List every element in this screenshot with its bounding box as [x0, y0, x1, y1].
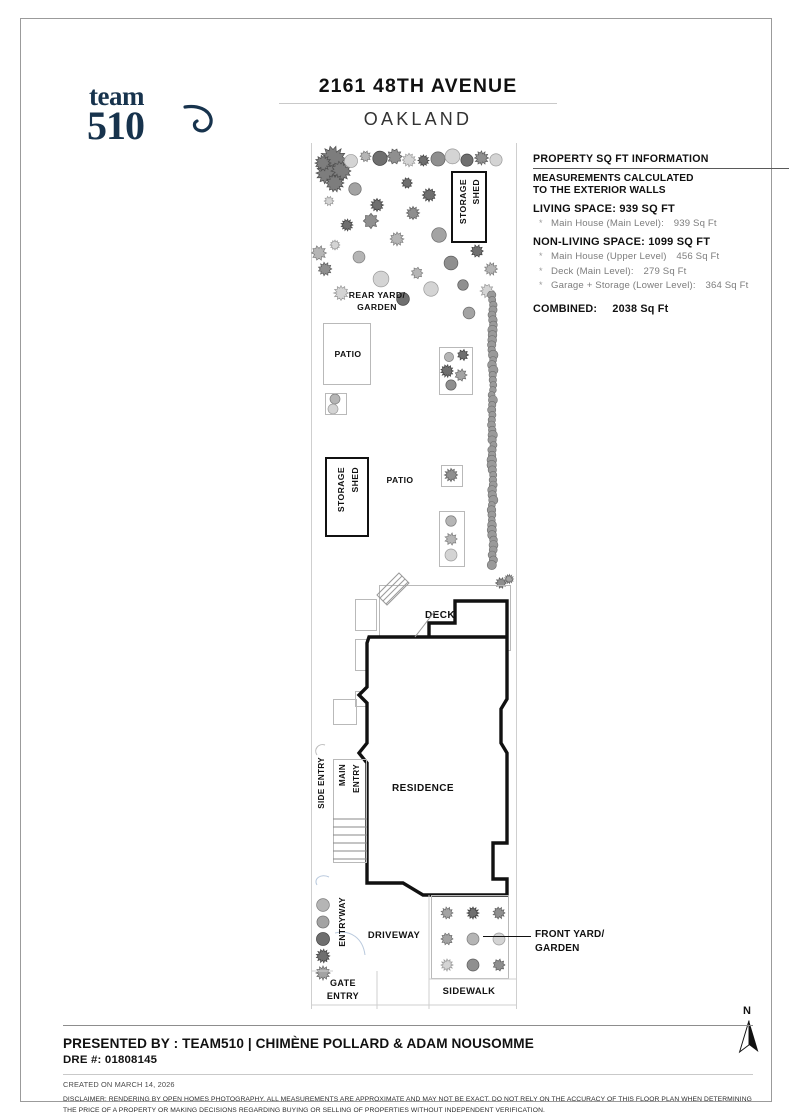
sqft-panel-divider	[533, 168, 789, 169]
property-sqft-panel: PROPERTY SQ FT INFORMATION MEASUREMENTS …	[533, 153, 789, 315]
site-plan: STORAGE SHED REAR YARD/ GARDEN PATIO STO…	[311, 143, 517, 1009]
deck-side-box-1	[355, 599, 377, 631]
disclaimer-text: DISCLAIMER: RENDERING BY OPEN HOMES PHOT…	[63, 1096, 752, 1115]
dre-number: DRE #: 01808145	[63, 1054, 158, 1066]
item-label: Main House (Upper Level)	[551, 251, 667, 263]
residence-bay-box	[333, 699, 357, 725]
list-item: * Deck (Main Level): 279 Sq Ft	[533, 265, 789, 280]
logo-line-510: 510	[87, 103, 145, 148]
page-footer: PRESENTED BY : TEAM510 | CHIMÈNE POLLARD…	[63, 1025, 753, 1117]
page-title: 2161 48TH AVENUE OAKLAND	[273, 73, 563, 134]
measurement-note-line2: TO THE EXTERIOR WALLS	[533, 185, 666, 197]
front-yard-callout: FRONT YARD/ GARDEN	[535, 928, 604, 955]
team510-logo: team 510	[87, 81, 213, 148]
driveway-label: DRIVEWAY	[367, 929, 421, 940]
sqft-panel-heading: PROPERTY SQ FT INFORMATION	[533, 153, 709, 165]
front-yard-label-line2: GARDEN	[535, 942, 580, 954]
residence-outline	[356, 599, 509, 897]
main-entry-stairs: MAIN ENTRY	[333, 759, 367, 863]
bullet-icon: *	[539, 217, 543, 228]
logo-swash-icon	[183, 104, 213, 133]
bullet-icon: *	[539, 251, 543, 262]
deck-label: DECK	[425, 610, 455, 621]
page-frame: team 510 2161 48TH AVENUE OAKLAND PROPER…	[20, 18, 789, 1114]
list-item: * Main House (Main Level): 939 Sq Ft	[533, 217, 789, 232]
item-value: 279 Sq Ft	[643, 265, 687, 277]
footer-divider-mid	[63, 1074, 753, 1075]
combined-total: COMBINED: 2038 Sq Ft	[533, 303, 789, 315]
nonliving-space-list: * Main House (Upper Level) 456 Sq Ft * D…	[533, 250, 789, 294]
property-city: OAKLAND	[363, 109, 473, 129]
north-arrow-icon: N	[727, 1005, 771, 1063]
list-item: * Garage + Storage (Lower Level): 364 Sq…	[533, 279, 789, 294]
patio-upper: PATIO	[323, 323, 371, 385]
bullet-icon: *	[539, 265, 543, 276]
footer-divider-top	[63, 1025, 753, 1026]
title-divider	[279, 103, 557, 104]
measurement-note-line1: MEASUREMENTS CALCULATED	[533, 173, 694, 184]
storage-shed-rear: STORAGE SHED	[451, 171, 487, 243]
living-space-heading: LIVING SPACE: 939 SQ FT	[533, 202, 675, 215]
nonliving-space-heading: NON-LIVING SPACE: 1099 SQ FT	[533, 236, 711, 249]
patio-lower-label: PATIO	[386, 475, 414, 485]
item-label: Deck (Main Level):	[551, 265, 634, 277]
item-value: 364 Sq Ft	[705, 280, 749, 292]
gate-entry-label-line1: GATE	[330, 978, 356, 988]
residence-label: RESIDENCE	[392, 783, 454, 794]
patio-upper-label: PATIO	[334, 349, 362, 359]
plan-edge-lines	[311, 895, 517, 1009]
item-value: 939 Sq Ft	[673, 217, 717, 229]
combined-label: COMBINED:	[533, 302, 598, 315]
rear-yard-label-line1: REAR YARD/	[348, 290, 406, 300]
hedge-symbols	[486, 290, 499, 570]
front-yard-label-line1: FRONT YARD/	[535, 929, 605, 940]
planter-box-1	[325, 393, 347, 415]
list-item: * Main House (Upper Level) 456 Sq Ft	[533, 250, 789, 265]
combined-value: 2038 Sq Ft	[612, 302, 669, 315]
item-label: Main House (Main Level):	[551, 217, 664, 229]
bullet-icon: *	[539, 280, 543, 291]
item-value: 456 Sq Ft	[676, 251, 720, 263]
logo-line-team: team	[89, 81, 144, 111]
storage-shed-mid: STORAGE SHED	[325, 457, 369, 537]
planter-box-2	[439, 347, 473, 395]
sidewalk-label: SIDEWALK	[442, 985, 496, 996]
item-label: Garage + Storage (Lower Level):	[551, 280, 696, 292]
rear-yard-label-line2: GARDEN	[357, 302, 397, 312]
created-date: CREATED ON MARCH 14, 2026	[63, 1080, 175, 1089]
north-label: N	[743, 1005, 751, 1017]
property-address: 2161 48TH AVENUE	[318, 75, 518, 97]
compass-needle-icon	[738, 1020, 759, 1054]
planter-box-3	[441, 465, 463, 487]
hedge-row	[485, 290, 500, 571]
planter-box-4	[439, 511, 465, 567]
front-yard-callout-line	[483, 936, 531, 937]
deck-stairs-icon	[376, 572, 410, 606]
presented-by: PRESENTED BY : TEAM510 | CHIMÈNE POLLARD…	[63, 1036, 534, 1051]
living-space-list: * Main House (Main Level): 939 Sq Ft	[533, 217, 789, 232]
gate-entry-label-line2: ENTRY	[326, 991, 360, 1001]
lot-boundary	[311, 143, 517, 1009]
entry-stairs-icon	[315, 744, 367, 956]
